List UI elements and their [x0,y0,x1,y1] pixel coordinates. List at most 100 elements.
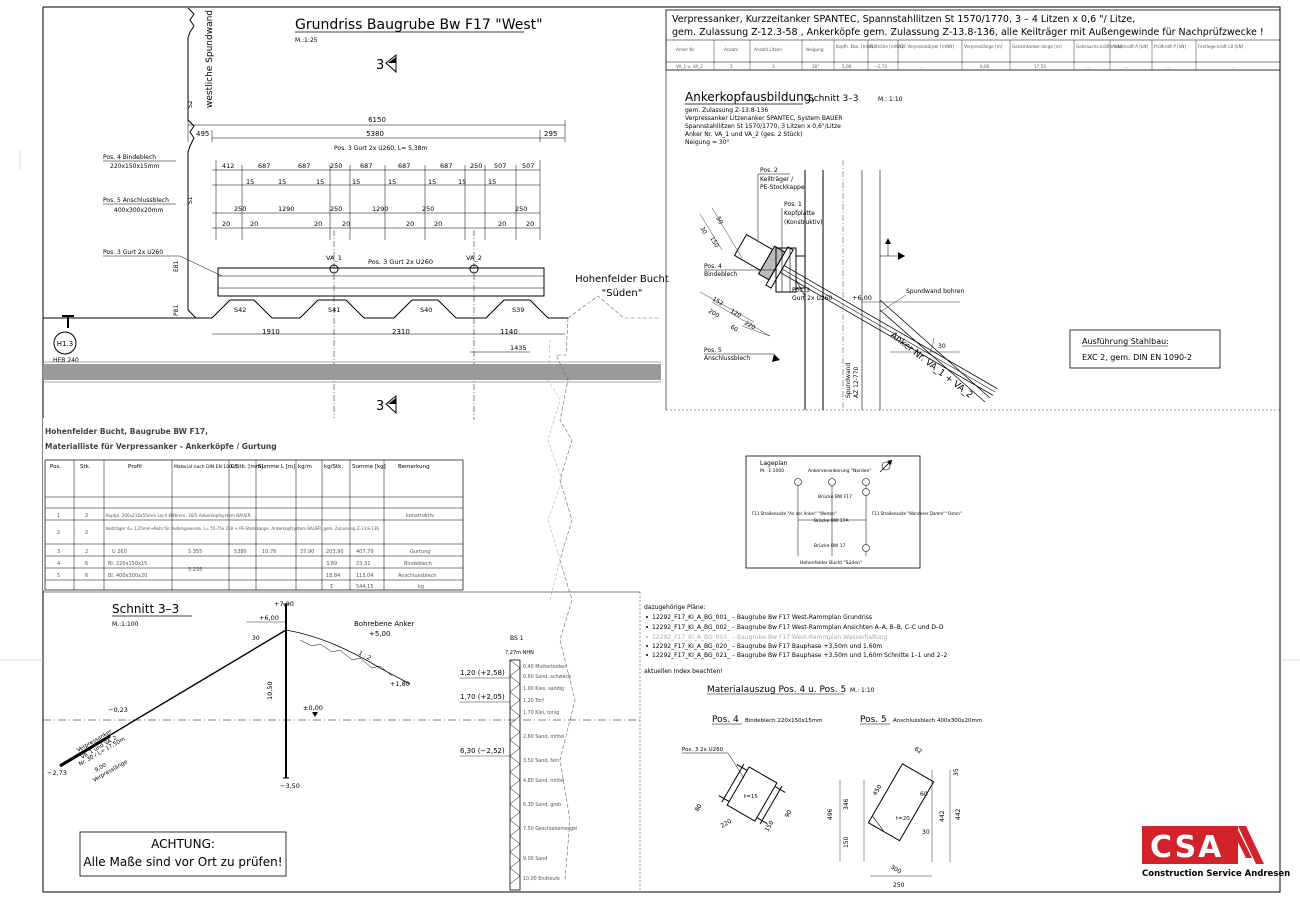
svg-text:250: 250 [330,162,342,170]
pile-s2-label: S2 [187,100,194,108]
matex-dim: 450 [872,783,884,797]
north-arrow-icon [879,459,893,473]
pile-h13-label: H1.3 [57,340,73,348]
svg-text:2: 2 [85,530,88,536]
matex-dim: 442 [955,808,962,820]
plan-pos4-size: 220x150x15mm [110,163,159,170]
svg-text:Anschlussblech: Anschlussblech [398,573,436,579]
matex-dim: 60 [920,791,928,798]
section-level-180: +1,80 [390,680,410,688]
west-sheet-pile-wall [187,7,197,319]
section-m023: −0,23 [108,706,128,714]
svg-text:Bindeblech: Bindeblech [404,561,432,567]
head-dim: 50 [714,216,724,226]
head-pos4-a: Bindeblech [704,271,738,278]
bore-layers: 0,40 Mutterboden 0,60 Sand, schwach 1,00… [523,664,577,882]
svg-text:20: 20 [314,220,322,228]
head-dim: 30 [698,226,708,236]
svg-text:6: 6 [85,561,88,567]
svg-text:2: 2 [85,549,88,555]
pile-label: S39 [512,306,524,314]
svg-text:687: 687 [258,162,270,170]
svg-text:250: 250 [515,205,527,213]
svg-text:250: 250 [234,205,246,213]
svg-text:Ankerkraft A [kN]: Ankerkraft A [kN] [1112,44,1149,49]
anchor-head-detail: Ankerkopfausbildung, Schnitt 3–3 M.: 1:1… [685,90,998,410]
head-angle: 30 [938,343,946,350]
svg-text:250: 250 [422,205,434,213]
svg-text:Keilträger d= 1,25mm+Rohr für: Keilträger d= 1,25mm+Rohr für Außengewin… [106,526,379,531]
siteplan-south: Hohenfelder Bucht "Süden" [800,560,862,566]
siteplan-title: Lageplan [760,460,788,467]
related-item: 12292_F17_KI_A_BG_003_ – Baugrube Bw F17… [652,634,888,641]
bay-label: Hohenfelder Bucht [575,274,669,285]
svg-text:9,00: 9,00 [980,64,990,69]
svg-text:VA_1 u. VA_2: VA_1 u. VA_2 [676,64,703,69]
pos4-plate [718,763,786,825]
svg-text:1290: 1290 [372,205,389,213]
head-pos2: Pos. 2 [760,167,778,174]
svg-text:S 355: S 355 [188,549,202,555]
dim-1435: 1435 [510,344,527,352]
siteplan-scale: M.: 1:1000 [760,468,784,474]
svg-text:203,90: 203,90 [326,549,344,555]
head-dim: 220 [743,320,757,332]
section-zero: ±0,00 [303,704,323,712]
plan-pos4: Pos. 4 Bindeblech [103,154,156,161]
head-note: Anker Nr. VA_1 und VA_2 (ges. 2 Stück) [685,131,802,138]
dim-bottom: 1910 [262,328,280,336]
svg-text:7,50 Geschiebemergel: 7,50 Geschiebemergel [523,826,577,832]
head-dim: 200 [707,308,721,320]
svg-text:412: 412 [222,162,234,170]
warning-box: ACHTUNG: Alle Maße sind vor Ort zu prüfe… [79,831,287,877]
head-pos1-b: (Konstruktiv) [784,219,823,226]
logo-box [1142,826,1238,864]
waler-note: Pos. 3 Gurt 2x U260, L= 5,38m [334,145,427,152]
matex-dim: 150 [764,819,776,833]
related-note: aktuellen Index beachten! [644,668,723,675]
svg-text:15: 15 [246,178,254,186]
head-dim: 152 [711,296,725,308]
svg-text:Kopfh. Ebe. [mNN]: Kopfh. Ebe. [mNN] [836,44,875,49]
siteplan-west: F11 Straßenseite "An der Anker" "Westen" [752,511,837,516]
svg-text:15: 15 [458,178,466,186]
svg-text:15: 15 [316,178,324,186]
matex-t20: t=20 [896,816,910,822]
warning-line2: Alle Maße sind vor Ort zu prüfen! [83,855,282,869]
siteplan-b1: Brücke BW F17 [818,494,852,500]
svg-text:10,76: 10,76 [262,549,276,555]
svg-text:L/Stk. [mm]: L/Stk. [mm] [231,464,263,470]
section-foot: −2,73 [47,769,67,777]
matlist-header: Pos. Stk. Profil Material nach DIN EN 10… [50,464,430,470]
head-note: Spannstahllitzen St 1570/1770, 3 Litzen … [685,123,841,130]
matex-dim: 300 [889,864,903,876]
plan-pos5: Pos. 5 Anschlussblech [103,197,169,204]
bore-l120: 1,20 (+2,58) [460,669,505,677]
svg-text:37,90: 37,90 [300,549,314,555]
bore-level: 7,27m NHN [505,650,534,656]
svg-text:Pos.: Pos. [50,464,61,470]
head-note: gem. Zulassung Z-13.8-136 [685,107,768,114]
matlist-title2: Materialliste für Verpressanker - Ankerk… [45,442,277,451]
head-title2: Schnitt 3–3 [808,94,858,104]
head-level: +6,00 [852,294,872,302]
svg-text:Bemerkung: Bemerkung [398,464,430,470]
svg-text:15: 15 [388,178,396,186]
plan-dimension-chains [187,120,566,353]
section-bottom: −3,50 [280,782,300,790]
svg-text:1: 1 [57,513,60,519]
plan-title: Grundriss Baugrube Bw F17 "West" [295,17,543,33]
siteplan-b2: Brücke BW 17A [814,518,849,524]
head-assembly [733,233,998,396]
svg-text:20: 20 [342,220,350,228]
spec-block: Verpressanker, Kurzzeitanker SPANTEC, Sp… [665,9,1281,411]
logo-mark: CSA [1150,830,1223,865]
head-wall-label: Spundwand [845,363,852,398]
svg-text:…: … [1124,64,1128,69]
svg-text:Anzahl Litzen: Anzahl Litzen [754,47,782,52]
svg-text:0,40 Mutterboden: 0,40 Mutterboden [523,664,566,670]
svg-text:507: 507 [522,162,534,170]
head-anchor-label: Anker Nr. VA_1 + VA_2 [888,330,974,400]
matex-dim: 220 [720,818,734,830]
svg-text:20: 20 [406,220,414,228]
